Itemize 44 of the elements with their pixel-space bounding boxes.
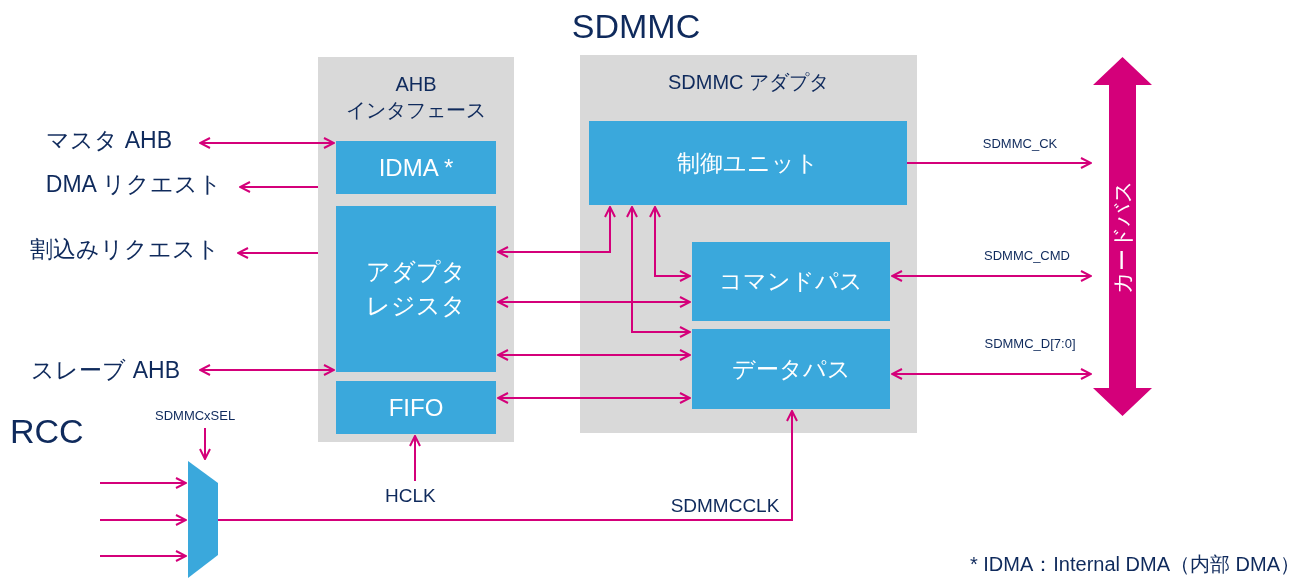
- arrow: [891, 270, 1092, 282]
- arrow: [497, 349, 691, 361]
- arrow: [906, 157, 1092, 169]
- block-title: AHB インタフェース: [345, 72, 487, 123]
- edge-label: SDMMCCLK: [670, 495, 780, 517]
- arrow: [239, 181, 319, 193]
- signal-label: HCLK: [385, 485, 436, 507]
- multiplexer-symbol: [188, 461, 218, 578]
- adapter-block: [580, 55, 917, 433]
- diagram-title: SDMMC: [570, 7, 702, 47]
- arrow: [497, 206, 616, 258]
- signal-label: スレーブ AHB: [31, 357, 180, 384]
- arrow: [199, 364, 335, 376]
- function-box: IDMA *: [336, 141, 496, 194]
- function-box: アダプタレジスタ: [336, 206, 496, 372]
- arrow: [199, 426, 211, 460]
- function-box: 制御ユニット: [589, 121, 907, 205]
- arrow: [237, 247, 319, 259]
- signal-label: 割込みリクエスト: [30, 236, 220, 263]
- function-box: FIFO: [336, 381, 496, 434]
- arrow: [217, 410, 798, 521]
- signal-label: SDMMCxSEL: [155, 409, 236, 424]
- edge-label: SDMMC_CMD: [984, 249, 1070, 264]
- interface-block: [318, 57, 514, 442]
- arrow: [199, 137, 335, 149]
- arrow: [409, 435, 421, 482]
- signal-label: マスタ AHB: [46, 127, 172, 154]
- function-box: コマンドパス: [692, 242, 890, 321]
- arrow: [497, 296, 691, 308]
- arrow: [99, 550, 187, 562]
- arrow: [649, 206, 691, 282]
- function-box: データパス: [692, 329, 890, 409]
- footnote: * IDMA：Internal DMA（内部 DMA）: [969, 553, 1300, 576]
- block-label: RCC: [10, 412, 84, 452]
- arrow: [99, 477, 187, 489]
- edge-label: SDMMC_CK: [982, 137, 1058, 152]
- arrow: [497, 392, 691, 404]
- signal-label: DMA リクエスト: [45, 171, 222, 198]
- arrow: [626, 206, 691, 338]
- edge-label: SDMMC_D[7:0]: [984, 337, 1076, 352]
- arrow: [99, 514, 187, 526]
- bus-arrow: カードバス: [1093, 57, 1152, 416]
- arrow: [891, 368, 1092, 380]
- block-title: SDMMC アダプタ: [666, 70, 831, 95]
